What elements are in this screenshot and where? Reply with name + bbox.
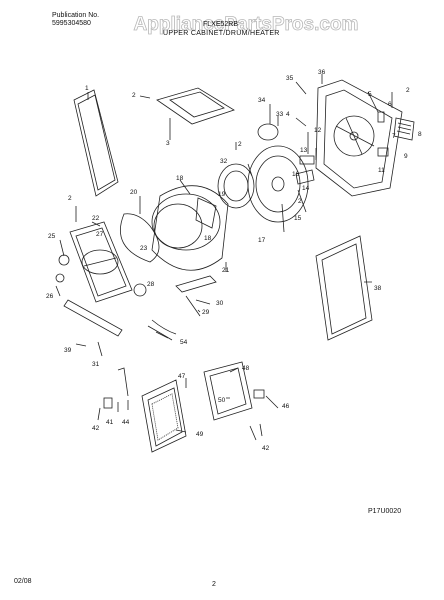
callout-19: 19 (218, 191, 226, 198)
callout-16: 16 (292, 171, 300, 178)
callout-36: 36 (318, 69, 326, 76)
part-wire-harness (147, 319, 177, 341)
part-number-callouts: 1 2 2 2 2 2 3 4 5 6 7 8 9 11 12 13 14 15… (46, 69, 422, 452)
callout-54: 54 (180, 339, 188, 346)
callout-2: 2 (406, 87, 410, 94)
callout-22: 22 (92, 215, 100, 222)
part-left-side-panel (73, 89, 119, 197)
publication-number: 5995304580 (52, 20, 91, 27)
callout-32: 32 (220, 158, 228, 165)
callout-1: 1 (85, 85, 89, 92)
part-heater-channel (175, 275, 217, 293)
callout-12: 12 (314, 127, 322, 134)
callout-14: 14 (302, 185, 310, 192)
callout-28: 28 (147, 281, 155, 288)
callout-49: 49 (196, 431, 204, 438)
callout-11: 11 (378, 167, 385, 174)
callout-2: 2 (298, 198, 302, 205)
part-drum-belt (120, 213, 160, 263)
callout-47: 47 (178, 373, 186, 380)
callout-21: 21 (222, 267, 230, 274)
callout-33: 33 (276, 111, 284, 118)
callout-13: 13 (300, 147, 308, 154)
callout-27: 27 (96, 231, 104, 238)
callout-18: 18 (204, 235, 212, 242)
callout-29: 29 (202, 309, 210, 316)
part-front-panel (69, 221, 133, 303)
callout-18: 18 (176, 175, 184, 182)
model-number: FLXE52RB (203, 21, 239, 28)
callout-25: 25 (48, 233, 56, 240)
callout-50: 50 (218, 397, 226, 404)
callout-2: 2 (132, 92, 136, 99)
callout-34: 34 (258, 97, 266, 104)
callout-15: 15 (294, 215, 302, 222)
callout-7: 7 (392, 133, 396, 140)
callout-2: 2 (238, 141, 242, 148)
part-top-cover (156, 87, 235, 125)
part-door-inner-panel (141, 379, 187, 453)
callout-9: 9 (404, 153, 408, 160)
page-number: 2 (212, 581, 216, 588)
callout-3: 3 (166, 140, 170, 147)
section-title: UPPER CABINET/DRUM/HEATER (163, 30, 280, 37)
callout-5: 5 (368, 91, 372, 98)
callout-48: 48 (242, 365, 250, 372)
part-heater-ring (217, 163, 255, 209)
callout-31: 31 (92, 361, 100, 368)
part-toe-kick (63, 299, 123, 337)
callout-8: 8 (418, 131, 422, 138)
watermark-text: AppliancePartsPros.com (134, 14, 359, 35)
callout-41: 41 (106, 419, 114, 426)
callout-26: 26 (46, 293, 54, 300)
part-rear-bulkhead (315, 79, 403, 197)
footer-date: 02/08 (14, 578, 32, 585)
part-drum (151, 185, 229, 271)
callout-4: 4 (286, 111, 290, 118)
callout-6: 6 (388, 101, 392, 108)
callout-17: 17 (258, 237, 266, 244)
part-door-outer-panel (203, 361, 253, 421)
diagram-code: P17U0020 (368, 508, 402, 515)
part-right-side-panel (315, 235, 373, 341)
callout-46: 46 (282, 403, 290, 410)
part-vent-grille (393, 117, 415, 141)
part-rear-drum-plate (247, 145, 309, 223)
callout-30: 30 (216, 300, 224, 307)
publication-label: Publication No. (52, 12, 100, 19)
callout-20: 20 (130, 189, 138, 196)
callout-38: 38 (374, 285, 382, 292)
callout-35: 35 (286, 75, 294, 82)
callout-23: 23 (140, 245, 148, 252)
callout-44: 44 (122, 419, 130, 426)
callout-42: 42 (92, 425, 100, 432)
callout-2: 2 (68, 195, 72, 202)
callout-39: 39 (64, 347, 72, 354)
callout-42: 42 (262, 445, 270, 452)
